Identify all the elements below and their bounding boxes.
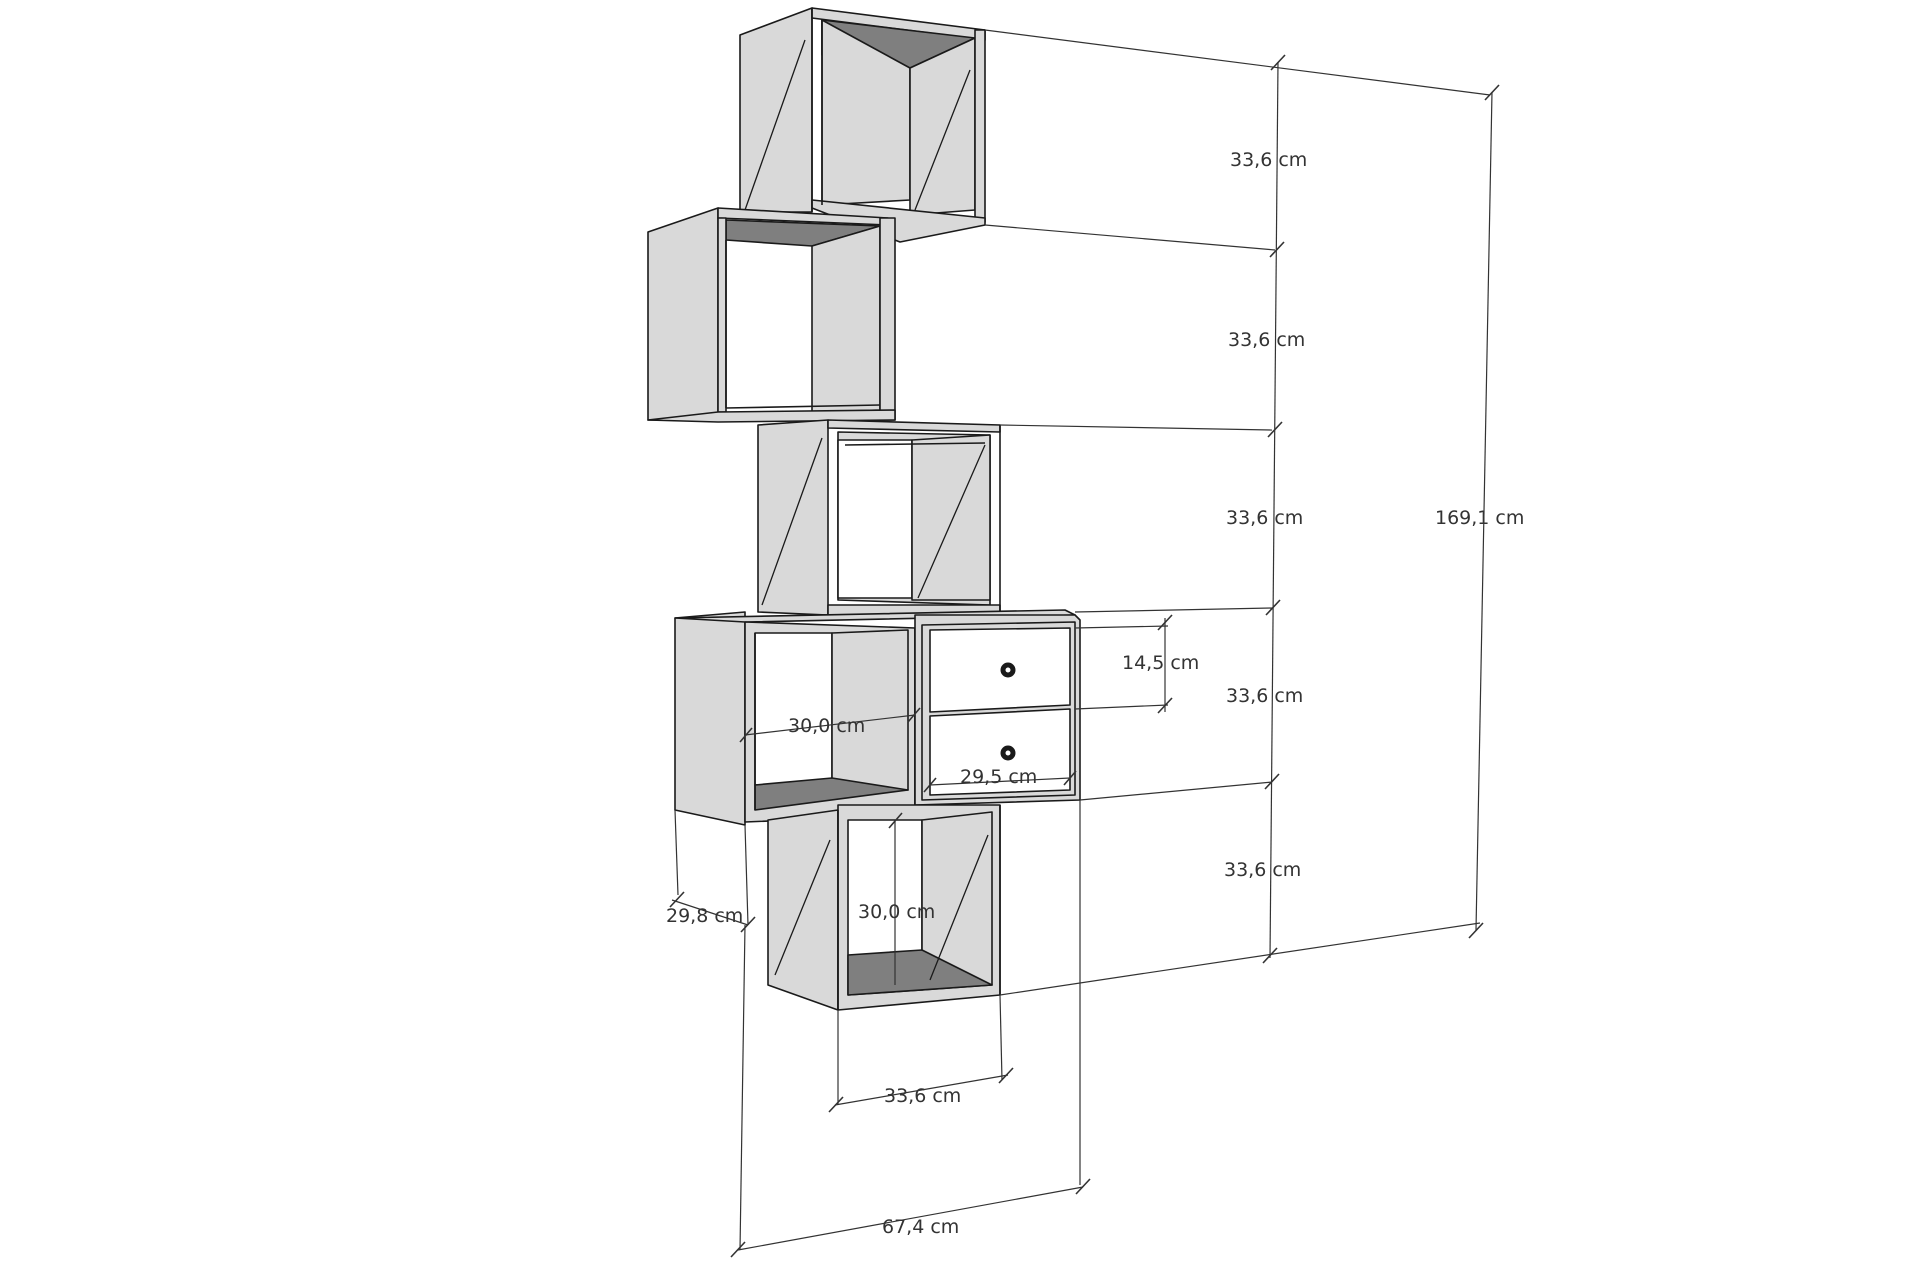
cube-4	[674, 609, 1076, 826]
dimension-labels: 33,6 cm 33,6 cm 33,6 cm 33,6 cm 33,6 cm …	[666, 149, 1524, 1238]
cube-1	[739, 7, 986, 243]
cube-5	[767, 804, 1001, 1011]
depth-label: 29,8 cm	[666, 905, 743, 927]
cube-width-label: 33,6 cm	[884, 1085, 961, 1107]
drawer-width-label: 29,5 cm	[960, 766, 1037, 788]
cube-height-label-4: 33,6 cm	[1226, 685, 1303, 707]
dimension-lines	[669, 29, 1500, 1258]
inner-width-label: 30,0 cm	[788, 715, 865, 737]
cube-height-label-3: 33,6 cm	[1226, 507, 1303, 529]
inner-height-label: 30,0 cm	[858, 901, 935, 923]
cube-height-label-1: 33,6 cm	[1230, 149, 1307, 171]
cube-2	[647, 207, 896, 423]
drawer-height-label: 14,5 cm	[1122, 652, 1199, 674]
total-height-label: 169,1 cm	[1435, 507, 1524, 529]
cube-height-label-5: 33,6 cm	[1224, 859, 1301, 881]
drawer-upper[interactable]	[929, 627, 1071, 713]
cube-height-label-2: 33,6 cm	[1228, 329, 1305, 351]
total-width-label: 67,4 cm	[882, 1216, 959, 1238]
drawer-cube	[914, 614, 1081, 806]
cube-3	[757, 419, 1001, 616]
drawer-lower[interactable]	[929, 708, 1071, 796]
